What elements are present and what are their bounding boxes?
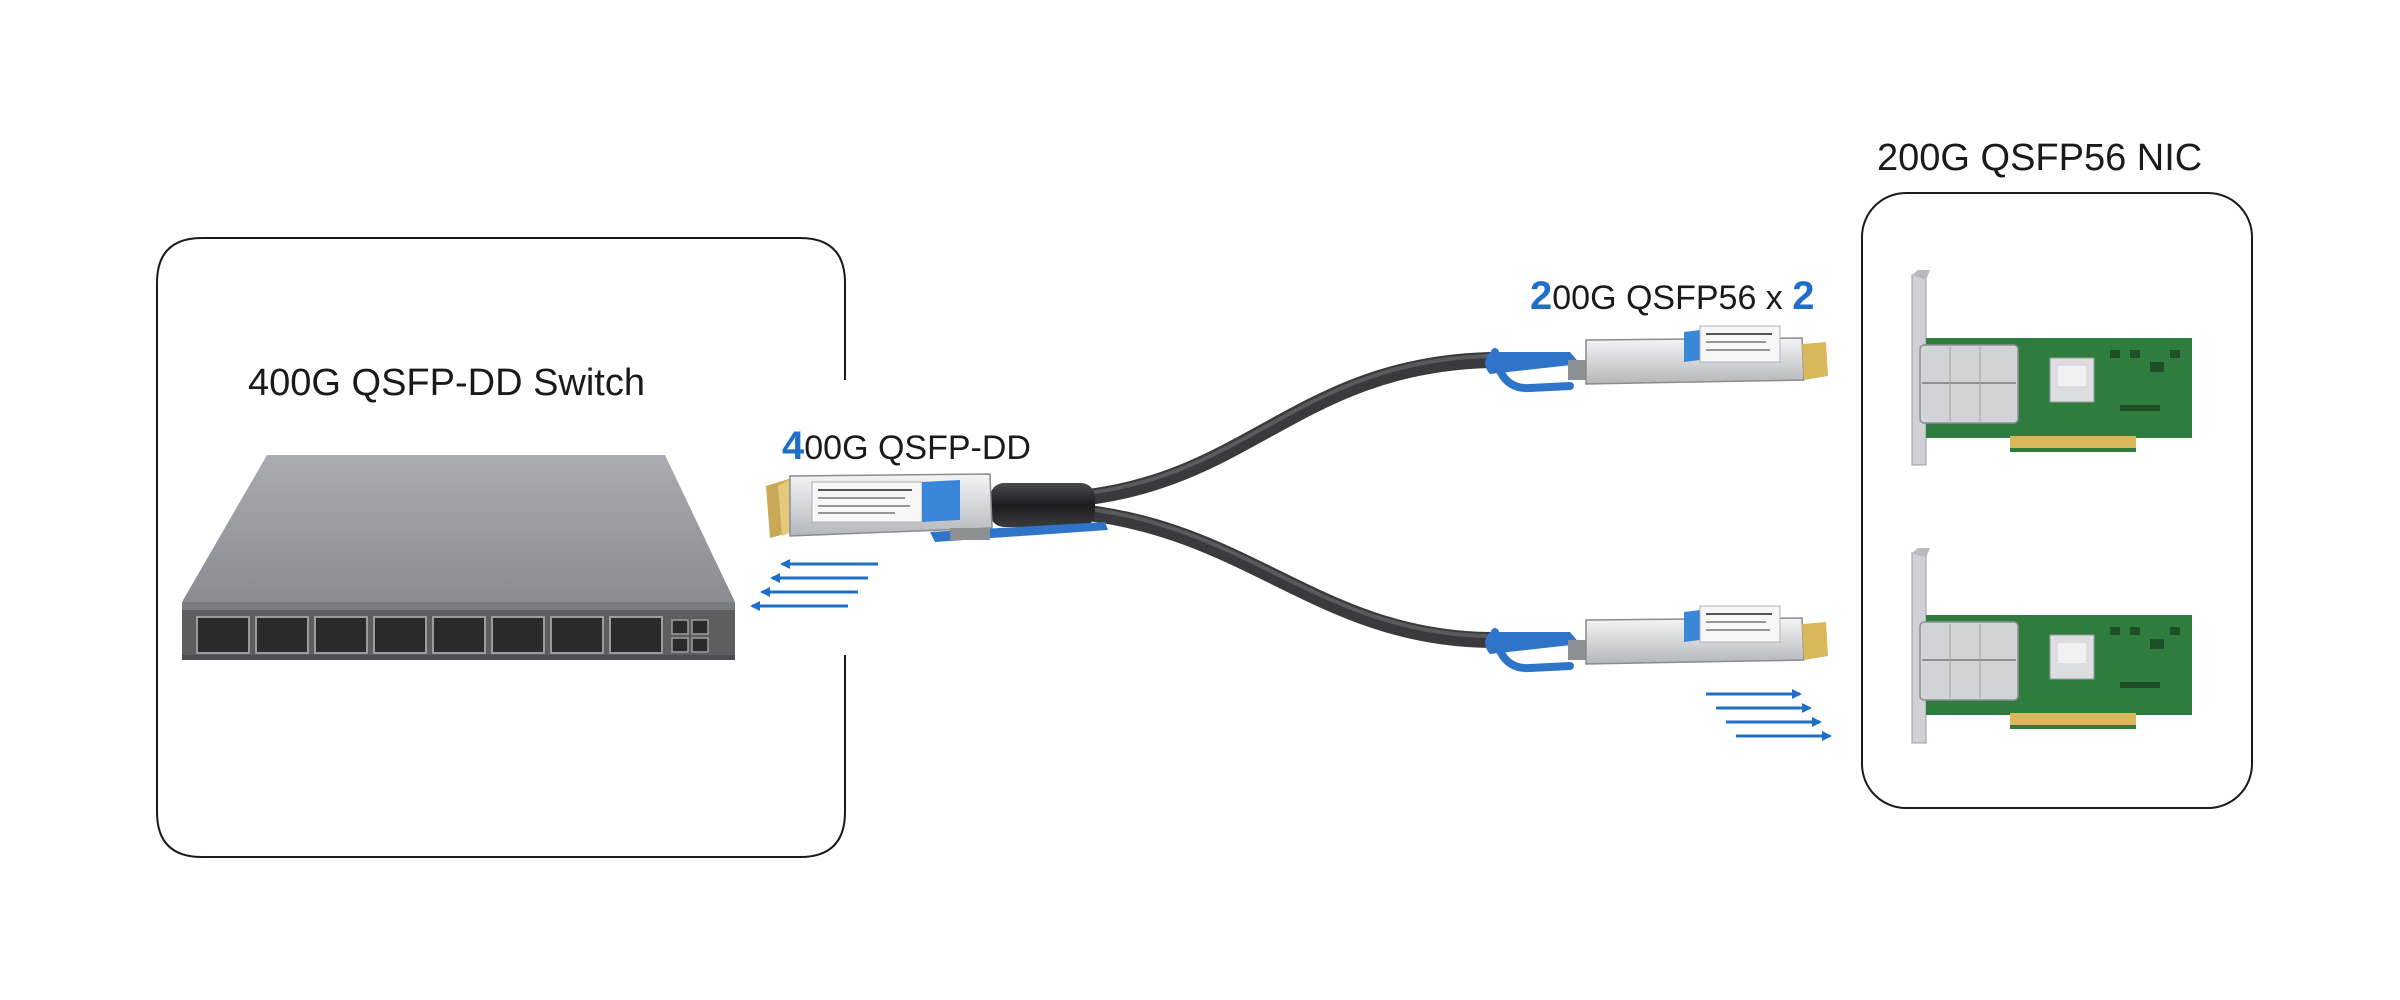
switch-port-cages [196, 616, 709, 654]
ingress-arrows [750, 559, 878, 611]
qsfp56-label: 200G QSFP56 x 2 [1530, 274, 1815, 319]
switch-title: 400G QSFP-DD Switch [248, 362, 645, 404]
qsfpdd-label-lead: 4 [782, 424, 805, 468]
qsfp56-transceiver-upper [1485, 325, 1828, 393]
qsfp56-label-tail: 2 [1792, 274, 1815, 318]
switch-frame [156, 237, 846, 858]
egress-arrows [1706, 689, 1832, 741]
nic-frame [1861, 192, 2253, 809]
qsfpdd-transceiver [766, 473, 1108, 542]
nic-title: 200G QSFP56 NIC [1877, 137, 2203, 179]
qsfp56-label-middle: 00G QSFP56 x [1552, 279, 1793, 317]
qsfpdd-label-rest: 00G QSFP-DD [804, 429, 1031, 467]
breakout-cable [990, 352, 1498, 648]
qsfpdd-label: 400G QSFP-DD [782, 424, 1031, 469]
nic-card-lower [1911, 548, 2192, 744]
switch-device [182, 455, 735, 660]
qsfp56-transceiver-lower [1485, 605, 1828, 673]
nic-card-upper [1911, 270, 2192, 466]
qsfp56-label-lead: 2 [1530, 274, 1553, 318]
